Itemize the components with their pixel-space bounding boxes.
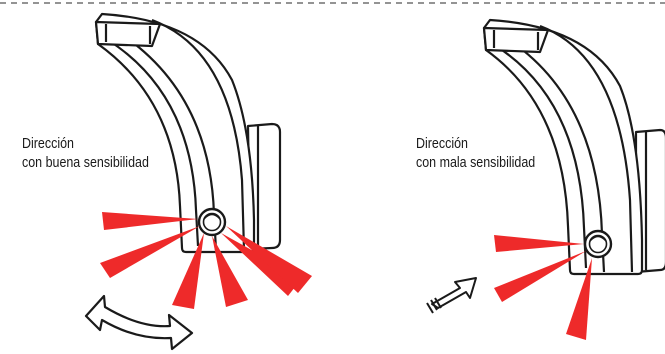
caption-bad-sensitivity: Dirección con mala sensibilidad — [416, 135, 535, 173]
motion-sensor-good — [197, 207, 227, 237]
ray-good-6 — [226, 226, 312, 293]
ray-good-3 — [172, 233, 204, 309]
panel-good-sensitivity — [84, 12, 312, 351]
ray-good-4 — [212, 236, 248, 307]
ray-good-5 — [221, 233, 302, 296]
ray-good-1 — [102, 212, 198, 230]
ray-bad-1 — [494, 235, 584, 252]
double-arrow-rotate-icon — [84, 294, 194, 351]
ray-bad-3 — [566, 258, 592, 340]
ray-bad-2 — [494, 251, 586, 302]
motion-sensor-bad — [583, 229, 613, 259]
caption-bad-line2: con mala sensibilidad — [416, 155, 536, 171]
caption-bad-line1: Dirección — [416, 136, 468, 152]
panel-bad-sensitivity — [426, 18, 665, 340]
arrow-right-icon — [426, 277, 477, 314]
ray-good-2 — [100, 226, 200, 278]
caption-good-sensitivity: Dirección con buena sensibilidad — [22, 135, 149, 173]
caption-good-line1: Dirección — [22, 136, 74, 152]
lamp-fixture-bad — [482, 18, 665, 276]
detection-rays-bad — [494, 235, 592, 340]
caption-good-line2: con buena sensibilidad — [22, 155, 149, 171]
lamp-fixture-good — [94, 12, 282, 254]
detection-rays-good — [100, 212, 312, 309]
